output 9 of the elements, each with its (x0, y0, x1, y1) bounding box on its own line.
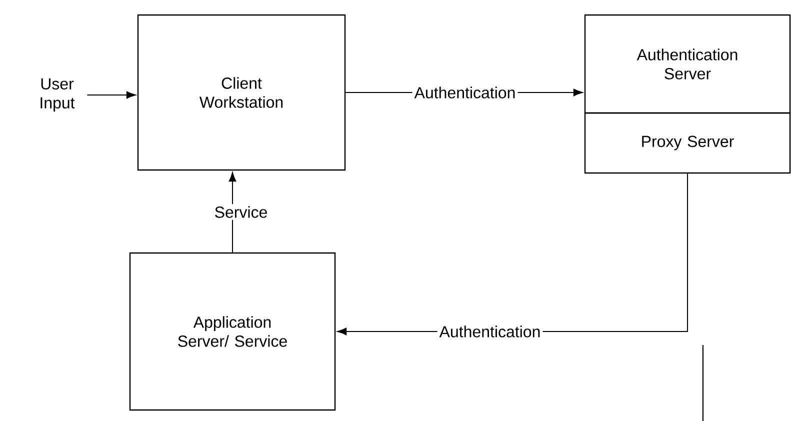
process-box: Application Server/ Service (129, 252, 336, 411)
server-box: Proxy Server (584, 112, 791, 174)
edge-label: Authentication (437, 324, 543, 340)
edge-label: Service (212, 204, 270, 220)
edge-label: Authentication (412, 84, 518, 100)
input-label: User Input (40, 78, 75, 112)
process-box: Client Workstation (137, 14, 346, 171)
server-box: Authentication Server (584, 14, 791, 114)
arrow (86, 91, 136, 99)
